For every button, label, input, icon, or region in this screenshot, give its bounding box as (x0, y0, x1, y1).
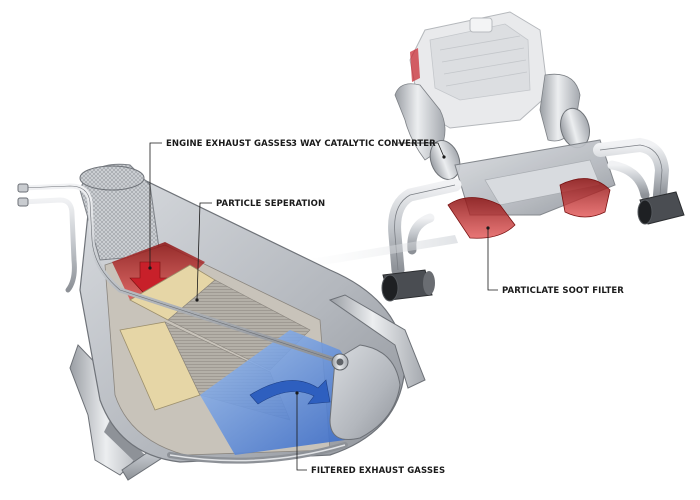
label-soot-filter: PARTICLATE SOOT FILTER (502, 286, 624, 296)
particulate-filter-cutaway (17, 163, 426, 481)
leader-soot-filter (487, 228, 498, 291)
left-tailpipe (381, 269, 435, 302)
leader-engine-exhaust (149, 142, 162, 268)
leader-particle-separation (196, 202, 212, 301)
leader-lines (148, 142, 498, 471)
leader-catalytic-converter (398, 142, 445, 158)
projection-beam (275, 235, 458, 272)
engine-assembly (381, 11, 685, 302)
label-catalytic-converter: 3 WAY CATALYTIC CONVERTER (291, 139, 436, 149)
label-filtered-exhaust: FILTERED EXHAUST GASSES (311, 466, 445, 476)
label-particle-separation: PARTICLE SEPERATION (216, 199, 325, 209)
right-tailpipe (637, 191, 685, 225)
label-engine-exhaust: ENGINE EXHAUST GASSES (166, 139, 292, 149)
filtered-gas-arrow (249, 379, 331, 405)
leader-filtered-exhaust (296, 393, 307, 471)
sensor-tubes (17, 183, 349, 371)
